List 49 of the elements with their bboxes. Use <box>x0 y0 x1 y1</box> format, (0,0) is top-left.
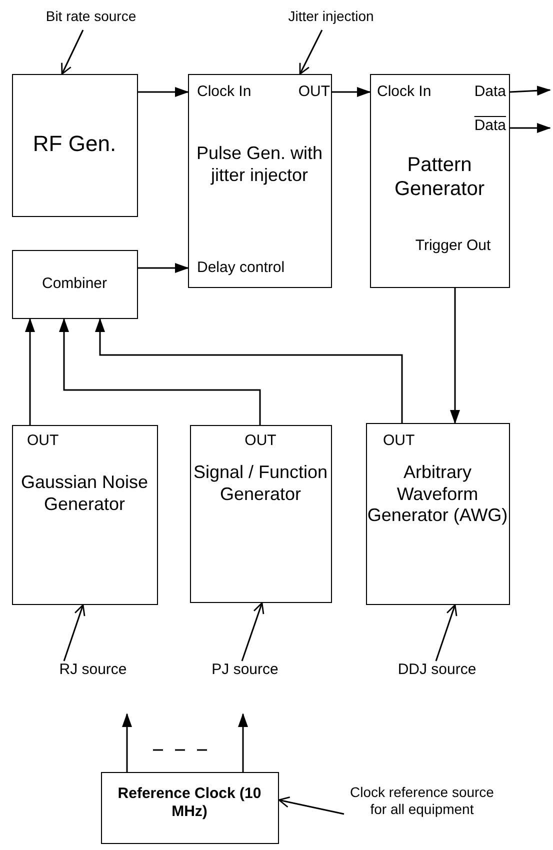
annotation-text: Clock reference source for all equipment <box>344 784 500 818</box>
port-label: OUT <box>383 432 415 450</box>
leader-arrow <box>278 796 344 815</box>
box-label: Pattern Generator <box>393 153 486 201</box>
port-label: Clock In <box>197 83 252 101</box>
signal-arrow <box>510 86 551 96</box>
signal-arrow <box>138 87 189 97</box>
instrument-box <box>12 425 158 605</box>
instrument-box <box>12 74 138 217</box>
leader-arrow <box>299 30 323 75</box>
port-label: Clock In <box>377 83 432 101</box>
leader-arrow <box>63 604 86 662</box>
signal-arrow <box>122 713 132 772</box>
signal-arrow <box>510 123 551 133</box>
box-label: RF Gen. <box>32 131 118 158</box>
port-label: OUT <box>244 432 278 450</box>
port-label: Data <box>474 117 506 135</box>
signal-arrow <box>450 288 460 424</box>
annotation-text: Jitter injection <box>266 8 396 25</box>
port-label: Delay control <box>197 259 285 277</box>
instrument-box <box>12 250 138 319</box>
instrument-box <box>366 423 510 605</box>
port-label: Trigger Out <box>415 237 491 255</box>
signal-arrow <box>138 263 189 273</box>
annotation-text: RJ source <box>38 661 148 679</box>
signal-arrow <box>95 318 403 423</box>
port-label: OUT <box>27 432 59 450</box>
port-label: Data <box>474 83 506 101</box>
instrument-box <box>190 425 332 603</box>
leader-arrow <box>241 602 264 662</box>
instrument-box <box>101 772 279 844</box>
box-label: Reference Clock (10 MHz) <box>116 785 262 821</box>
box-label: Arbitrary Waveform Generator (AWG) <box>367 462 508 527</box>
port-label: OUT <box>298 83 330 101</box>
signal-arrow <box>25 318 35 425</box>
leader-arrow <box>435 604 458 662</box>
annotation-text: Bit rate source <box>26 8 156 25</box>
signal-arrow <box>238 713 248 772</box>
signal-arrow <box>332 87 371 97</box>
annotation-text: DDJ source <box>378 661 496 679</box>
box-label: Signal / Function Generator <box>192 462 329 506</box>
box-label: Gaussian Noise Generator <box>20 472 150 516</box>
leader-arrow <box>61 30 84 75</box>
box-label: Pulse Gen. with jitter injector <box>195 143 324 186</box>
instrument-box <box>188 74 332 288</box>
annotation-text: PJ source <box>190 661 300 679</box>
signal-arrow <box>59 318 261 425</box>
box-label: Combiner <box>40 275 108 293</box>
instrument-box <box>370 74 510 288</box>
